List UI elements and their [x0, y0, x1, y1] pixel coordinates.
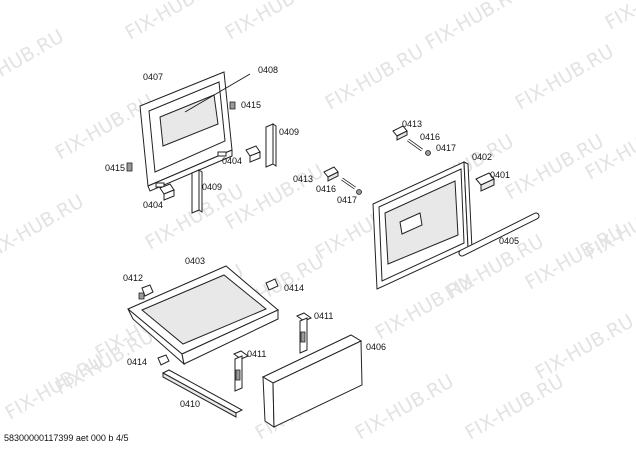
- part-label-0401: 0401: [490, 170, 510, 180]
- watermark-text: FIX-HUB.RU: [462, 370, 568, 444]
- nut-part-upper: [425, 150, 431, 156]
- watermark-text: FIX-HUB.RU: [352, 370, 458, 444]
- part-label-0404-right: 0404: [222, 156, 242, 166]
- part-label-0416-lower: 0416: [316, 184, 336, 194]
- part-label-0409-left: 0409: [202, 182, 222, 192]
- part-label-0405: 0405: [499, 236, 519, 246]
- watermark-text: FIX-HUB.RU: [602, 0, 636, 34]
- watermark-text: FIX-HUB.RU: [2, 350, 108, 424]
- watermark-text: FIX-HUB.RU: [0, 25, 68, 99]
- part-label-0406: 0406: [366, 342, 386, 352]
- part-label-0414-upper: 0414: [284, 283, 304, 293]
- part-label-0415-upper: 0415: [241, 100, 261, 110]
- part-label-0410: 0410: [180, 399, 200, 409]
- part-label-0409-right: 0409: [279, 127, 299, 137]
- handle-rod-part: [458, 212, 540, 257]
- oven-door-glass-part: [372, 161, 473, 290]
- runner-bracket-part-right: [295, 312, 313, 354]
- part-label-0413-upper: 0413: [402, 119, 422, 129]
- clip-part-upper: [229, 101, 236, 110]
- bracket-part-lower: [323, 166, 339, 182]
- inner-door-frame-part: [139, 71, 233, 192]
- bracket-part-upper: [392, 125, 408, 141]
- watermark-text: FIX-HUB.RU: [222, 0, 328, 44]
- part-label-0408: 0408: [258, 65, 278, 75]
- part-label-0416-upper: 0416: [420, 132, 440, 142]
- watermark-text: FIX-HUB.RU: [532, 310, 636, 384]
- runner-bracket-part-left: [232, 350, 250, 392]
- part-label-0417-upper: 0417: [436, 143, 456, 153]
- pin-part-lower: [341, 177, 356, 190]
- part-label-0404-left: 0404: [143, 200, 163, 210]
- vertical-bar-part-left: [191, 169, 203, 214]
- part-label-0411-right: 0411: [314, 311, 333, 321]
- drawer-clip-part-lower: [157, 354, 170, 366]
- document-footer: 58300000117399 aet 000 b 4/5: [4, 433, 129, 443]
- nut-part-lower: [356, 189, 362, 195]
- part-label-0412: 0412: [123, 273, 143, 283]
- part-label-0402: 0402: [472, 152, 492, 162]
- runner-rail-part: [161, 369, 244, 418]
- watermark-text: FIX-HUB.RU: [322, 40, 428, 114]
- vertical-bar-part-right: [265, 123, 277, 168]
- drawer-fitting-part: [138, 284, 154, 300]
- pin-part-upper: [407, 138, 423, 152]
- part-labels: 0407 0408 0415 0409 0404 0415 0409 0404 …: [105, 65, 519, 409]
- part-label-0413-lower: 0413: [293, 174, 313, 184]
- clip-part-left: [126, 162, 133, 172]
- part-label-0414-lower: 0414: [127, 357, 147, 367]
- watermark-text: FIX-HUB.RU: [422, 0, 528, 54]
- part-label-0417-lower: 0417: [337, 195, 357, 205]
- part-label-0403: 0403: [185, 256, 205, 266]
- drawer-clip-part-upper: [265, 278, 279, 291]
- hinge-block-part-right: [245, 145, 261, 163]
- drawer-front-panel-part: [261, 334, 363, 428]
- drawer-tray-part: [127, 265, 279, 366]
- watermark-text: FIX-HUB.RU: [0, 190, 88, 264]
- handle-cap-part: [475, 172, 495, 192]
- leader-lines: [184, 73, 251, 113]
- part-label-0415-left: 0415: [105, 163, 125, 173]
- watermark-text: FIX-HUB.RU: [122, 0, 228, 44]
- hinge-block-part-left: [159, 183, 175, 201]
- watermark-text: FIX-HUB.RU: [512, 40, 618, 114]
- part-label-0411-left: 0411: [247, 349, 266, 359]
- part-label-0407: 0407: [143, 72, 163, 82]
